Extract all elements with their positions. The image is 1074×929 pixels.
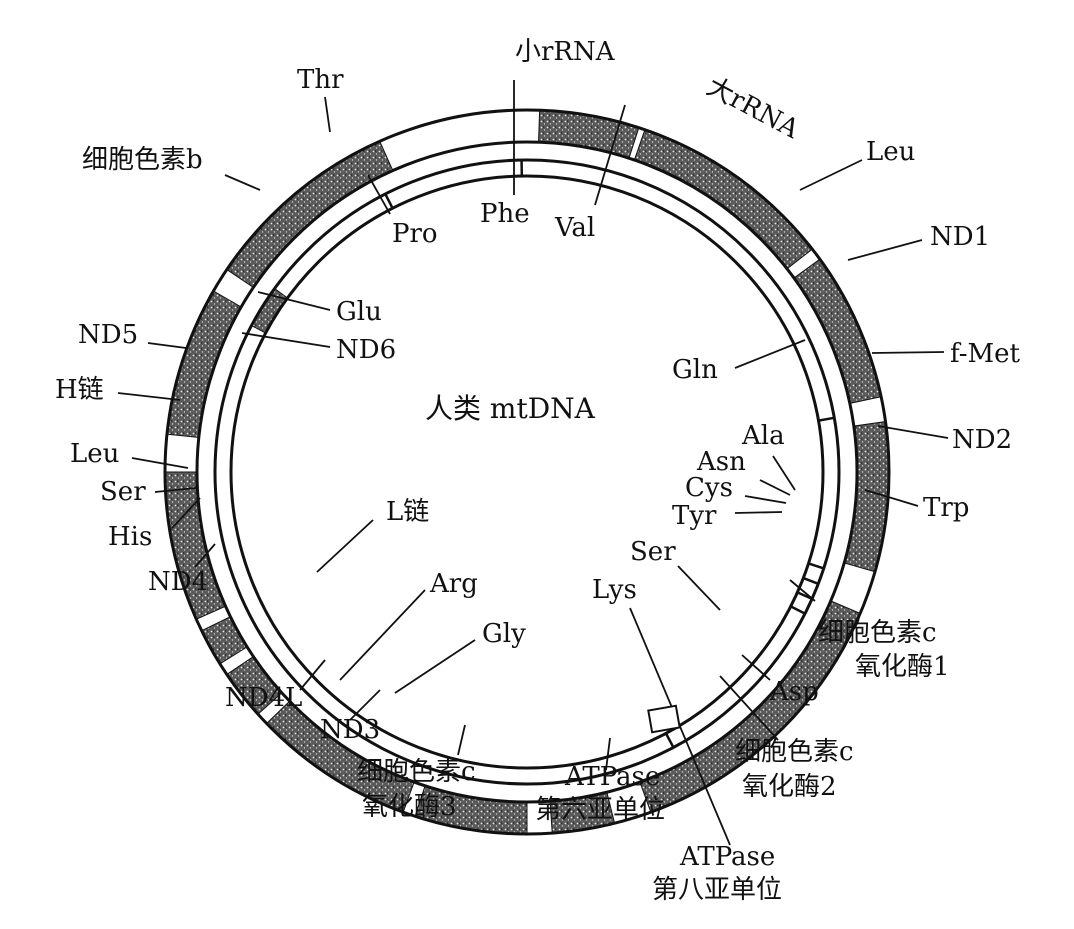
segment-nd5	[166, 290, 242, 439]
label-cys: Cys	[685, 473, 733, 503]
label-cox2-line2: 氧化酶2	[742, 772, 837, 802]
label-gln: Gln	[672, 355, 718, 385]
label-fmet: f-Met	[950, 339, 1020, 369]
segment-nd4l	[200, 615, 248, 665]
label-lys: Lys	[592, 575, 637, 605]
label-thr: Thr	[297, 65, 344, 95]
segment-cytb	[226, 140, 394, 289]
segment-small-rrna	[537, 109, 640, 159]
gene-segments	[164, 109, 890, 835]
inner-ring-inner-edge	[229, 174, 825, 770]
label-cox3-line1: 细胞色素c	[357, 757, 476, 787]
inner-ring-outer-edge	[213, 158, 841, 786]
label-small-rrna: 小rRNA	[515, 37, 616, 67]
label-nd4l: ND4L	[225, 683, 302, 713]
label-cytb: 细胞色素b	[82, 145, 203, 175]
label-cox2-line1: 细胞色素c	[735, 737, 854, 767]
label-atp6-line1: ATPase	[564, 762, 660, 792]
segment-nd2	[843, 421, 890, 573]
label-nd1: ND1	[930, 222, 990, 252]
label-atp6-line2: 第六亚单位	[535, 795, 665, 825]
label-h-chain: H链	[55, 375, 104, 405]
label-asp: Asp	[769, 677, 819, 707]
label-gly: Gly	[482, 619, 526, 649]
leader-lines	[117, 80, 949, 846]
label-pro: Pro	[392, 219, 438, 249]
outer-ring-inner-edge	[195, 140, 859, 804]
inner-ring-trna-marks	[384, 160, 835, 749]
label-asn: Asn	[696, 447, 746, 477]
label-phe: Phe	[480, 199, 530, 229]
pro-mark	[384, 193, 394, 209]
gln-mark	[818, 416, 835, 422]
label-val: Val	[554, 213, 595, 243]
label-ser-inner: Ser	[630, 537, 676, 567]
ser-inner-mark	[664, 732, 675, 749]
outer-ring-outer-edge	[163, 108, 891, 836]
label-nd2: ND2	[952, 425, 1012, 455]
label-trp: Trp	[923, 493, 969, 523]
ala-mark	[808, 562, 825, 570]
label-his: His	[108, 522, 152, 552]
label-cox1-line1: 细胞色素c	[818, 618, 937, 648]
label-l-chain: L链	[386, 497, 429, 527]
label-tyr: Tyr	[672, 501, 717, 531]
label-nd6: ND6	[336, 335, 396, 365]
atp8-marker-box	[647, 704, 681, 734]
label-nd4: ND4	[148, 567, 208, 597]
label-glu: Glu	[336, 297, 382, 327]
label-nd3: ND3	[320, 715, 380, 745]
label-ser-left: Ser	[100, 477, 146, 507]
center-title: 人类 mtDNA	[425, 392, 596, 425]
asn-mark	[802, 576, 819, 585]
segment-large-rrna	[633, 129, 813, 270]
label-atp8-line2: 第八亚单位	[652, 875, 782, 905]
label-large-rrna: 大rRNA	[702, 72, 805, 146]
label-nd5: ND5	[78, 320, 138, 350]
label-arg: Arg	[429, 569, 478, 599]
label-cox3-line2: 氧化酶3	[362, 792, 457, 822]
label-cox1-line2: 氧化酶1	[855, 652, 950, 682]
cys-mark	[796, 591, 813, 601]
label-atp8-line1: ATPase	[679, 842, 775, 872]
tyr-mark	[790, 605, 806, 615]
label-leu-top: Leu	[866, 137, 915, 167]
label-ala: Ala	[741, 421, 785, 451]
label-leu-left: Leu	[70, 439, 119, 469]
